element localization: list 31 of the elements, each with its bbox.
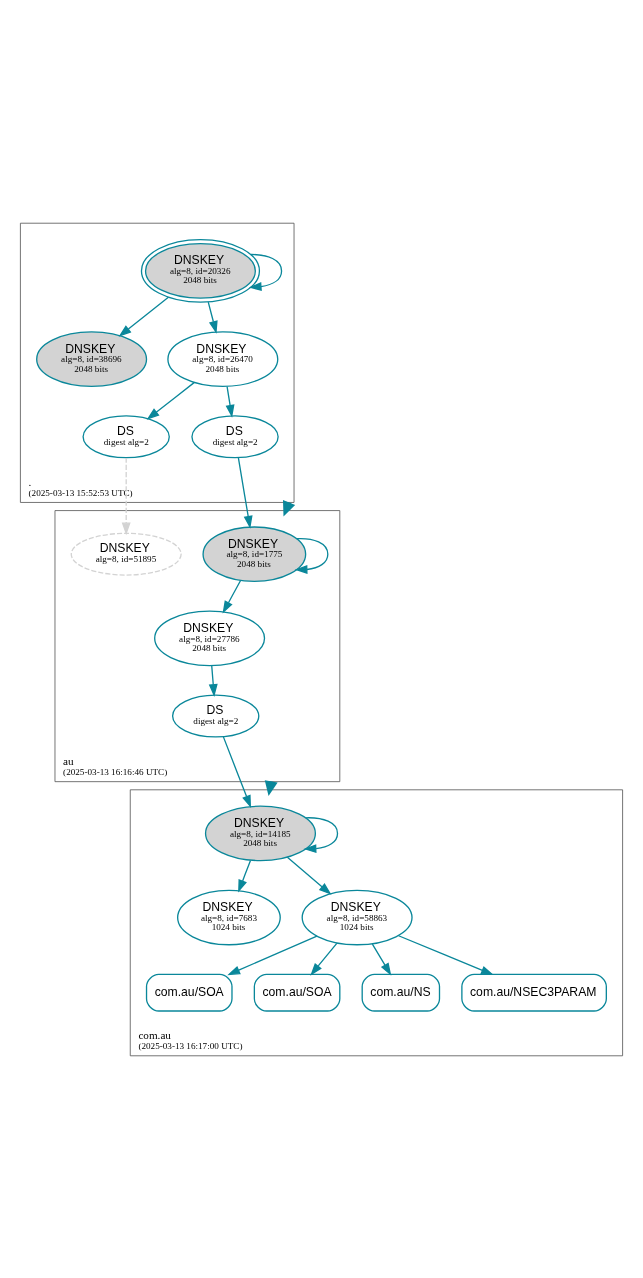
node-box: com.au/NSEC3PARAM xyxy=(461,973,607,1012)
node-box: com.au/NS xyxy=(361,973,441,1012)
arrow xyxy=(222,735,252,808)
node-box: com.au/SOA xyxy=(145,973,233,1012)
arrow xyxy=(303,816,339,853)
arrow xyxy=(248,253,283,291)
node-ellipse: DNSKEY alg=8, id=38696 2048 bits xyxy=(36,330,148,387)
arrow xyxy=(227,934,318,975)
arrow xyxy=(237,456,253,529)
node-ellipse: DNSKEY alg=8, id=51895 xyxy=(70,532,182,576)
arrow xyxy=(225,385,235,418)
arrow xyxy=(121,456,131,535)
node-ellipse: DS digest alg=2 xyxy=(191,414,279,458)
node-ellipse: DNSKEY alg=8, id=58863 1024 bits xyxy=(301,889,413,945)
node-ellipse: DS digest alg=2 xyxy=(82,414,170,458)
node-box: com.au/SOA xyxy=(253,973,341,1012)
arrow xyxy=(238,859,252,893)
arrow xyxy=(310,942,338,976)
arrow xyxy=(222,579,242,614)
node-ellipse: DNSKEY alg=8, id=26470 2048 bits xyxy=(167,330,279,387)
node-ellipse: DNSKEY alg=8, id=7683 1024 bits xyxy=(177,889,281,945)
arrow xyxy=(207,300,218,334)
arrow xyxy=(208,664,218,697)
arrow xyxy=(146,381,195,420)
node-ellipse: DS digest alg=2 xyxy=(171,694,260,738)
arrow xyxy=(286,856,332,895)
arrow xyxy=(397,934,494,975)
arrow xyxy=(371,943,392,976)
arrow xyxy=(118,296,170,337)
node-ellipse: DNSKEY alg=8, id=27786 2048 bits xyxy=(154,610,266,666)
arrow xyxy=(294,537,329,574)
